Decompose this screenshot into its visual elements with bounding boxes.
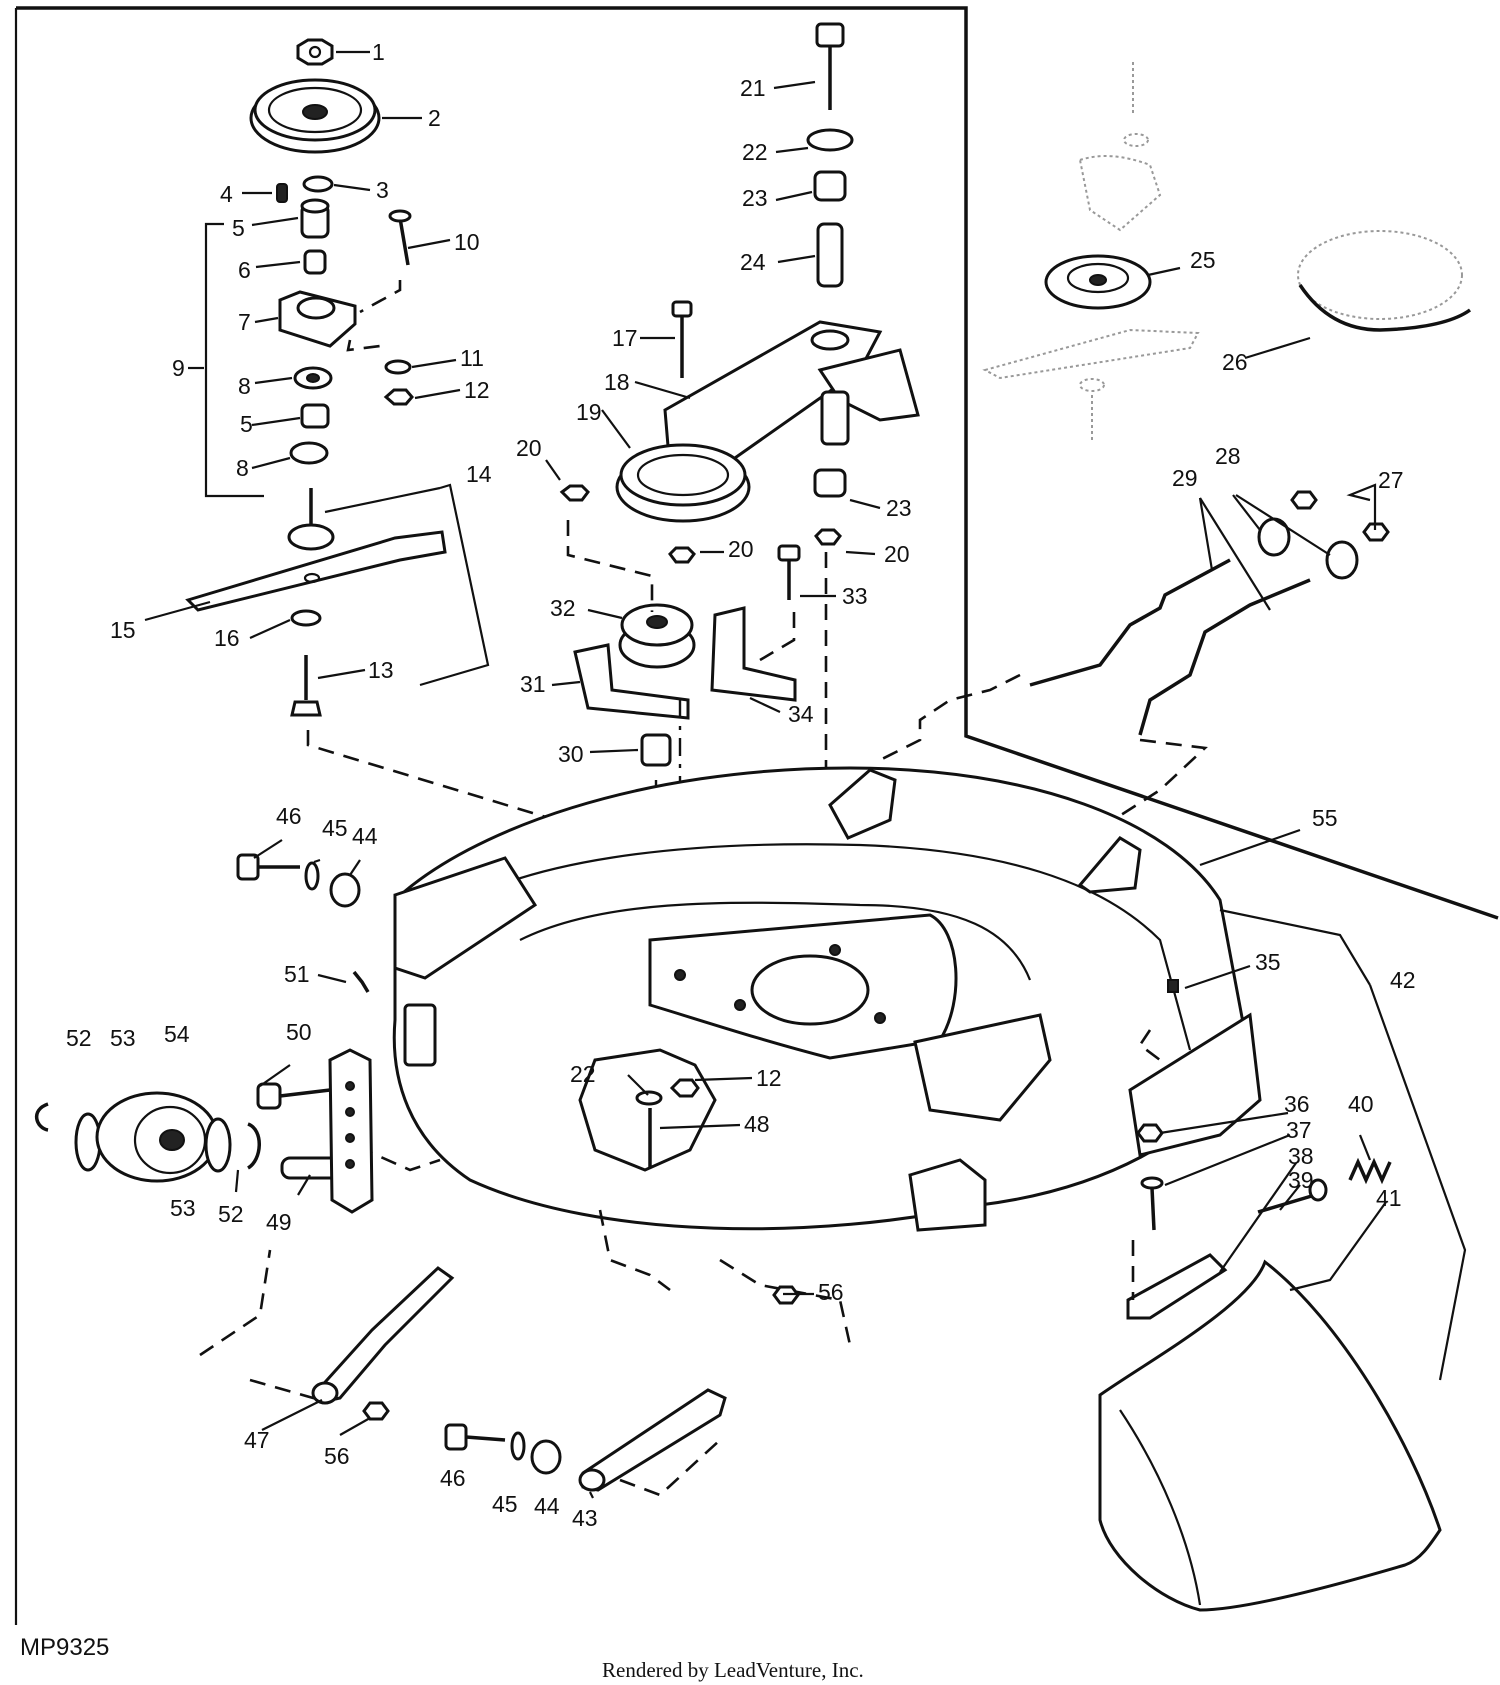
idler-assembly [559, 22, 920, 1035]
callout-39: 39 [1288, 1167, 1314, 1193]
mower-deck [363, 766, 1262, 1346]
callout-36: 36 [1284, 1091, 1310, 1117]
lower-links [199, 1249, 800, 1497]
callout-45b: 45 [492, 1491, 518, 1517]
callout-5: 5 [232, 215, 245, 241]
callout-46: 46 [276, 803, 302, 829]
callout-54: 54 [164, 1021, 190, 1047]
callout-12: 12 [464, 377, 490, 403]
callout-4: 4 [220, 181, 233, 207]
callout-22b: 22 [570, 1061, 596, 1087]
callout-25: 25 [1190, 247, 1216, 273]
callout-42: 42 [1390, 967, 1416, 993]
callout-6: 6 [238, 257, 251, 283]
callout-2: 2 [428, 105, 441, 131]
callout-23: 23 [742, 185, 768, 211]
callout-14: 14 [466, 461, 492, 487]
callout-9: 9 [172, 355, 185, 381]
callout-53: 53 [110, 1025, 136, 1051]
callout-45: 45 [322, 815, 348, 841]
callout-15: 15 [110, 617, 136, 643]
callout-22: 22 [742, 139, 768, 165]
callout-51: 51 [284, 961, 310, 987]
callout-24: 24 [740, 249, 766, 275]
callout-7: 7 [238, 309, 251, 335]
callout-20c: 20 [884, 541, 910, 567]
gauge-wheel-assembly [35, 853, 374, 1214]
callout-40: 40 [1348, 1091, 1374, 1117]
callout-30: 30 [558, 741, 584, 767]
callout-13: 13 [368, 657, 394, 683]
callout-26: 26 [1222, 349, 1248, 375]
callout-29: 29 [1172, 465, 1198, 491]
callout-32: 32 [550, 595, 576, 621]
callout-56b: 56 [324, 1443, 350, 1469]
callout-52: 52 [66, 1025, 92, 1051]
callout-48: 48 [744, 1111, 770, 1137]
callout-20: 20 [516, 435, 542, 461]
callout-55: 55 [1312, 805, 1338, 831]
spindle-assembly-left [185, 38, 821, 902]
callout-18: 18 [604, 369, 630, 395]
callout-12b: 12 [756, 1065, 782, 1091]
rendered-by-footer: Rendered by LeadVenture, Inc. [602, 1658, 864, 1682]
callout-34: 34 [788, 701, 814, 727]
callout-17: 17 [612, 325, 638, 351]
callout-8b: 8 [236, 455, 249, 481]
callout-38: 38 [1288, 1143, 1314, 1169]
callout-43: 43 [572, 1505, 598, 1531]
spindle-assembly-right-ghost [982, 62, 1472, 440]
callout-33: 33 [842, 583, 868, 609]
callout-28: 28 [1215, 443, 1241, 469]
callout-31: 31 [520, 671, 546, 697]
callout-16: 16 [214, 625, 240, 651]
callout-21: 21 [740, 75, 766, 101]
callout-10: 10 [454, 229, 480, 255]
callout-56: 56 [818, 1279, 844, 1305]
callout-52b: 52 [218, 1201, 244, 1227]
callout-11: 11 [460, 345, 484, 371]
callout-1: 1 [372, 39, 385, 65]
callout-50: 50 [286, 1019, 312, 1045]
callout-44b: 44 [534, 1493, 560, 1519]
callout-46b: 46 [440, 1465, 466, 1491]
callout-35: 35 [1255, 949, 1281, 975]
leader-lines [144, 50, 1467, 1499]
callout-41: 41 [1376, 1185, 1402, 1211]
callout-20b: 20 [728, 536, 754, 562]
callout-27: 27 [1378, 467, 1404, 493]
frame-border [16, 6, 1499, 920]
callout-labels: 1 2 3 4 5 5 6 7 8 8 9 10 11 12 12 13 14 … [66, 39, 1416, 1531]
callout-5b: 5 [240, 411, 253, 437]
callout-37: 37 [1286, 1117, 1312, 1143]
callout-53b: 53 [170, 1195, 196, 1221]
callout-47: 47 [244, 1427, 270, 1453]
callout-49: 49 [266, 1209, 292, 1235]
discharge-chute [1098, 979, 1442, 1612]
callout-19: 19 [576, 399, 602, 425]
drawing-code: MP9325 [20, 1634, 109, 1661]
callout-23b: 23 [886, 495, 912, 521]
callout-8: 8 [238, 373, 251, 399]
callout-3: 3 [376, 177, 389, 203]
callout-44: 44 [352, 823, 378, 849]
lift-rods [879, 490, 1390, 824]
